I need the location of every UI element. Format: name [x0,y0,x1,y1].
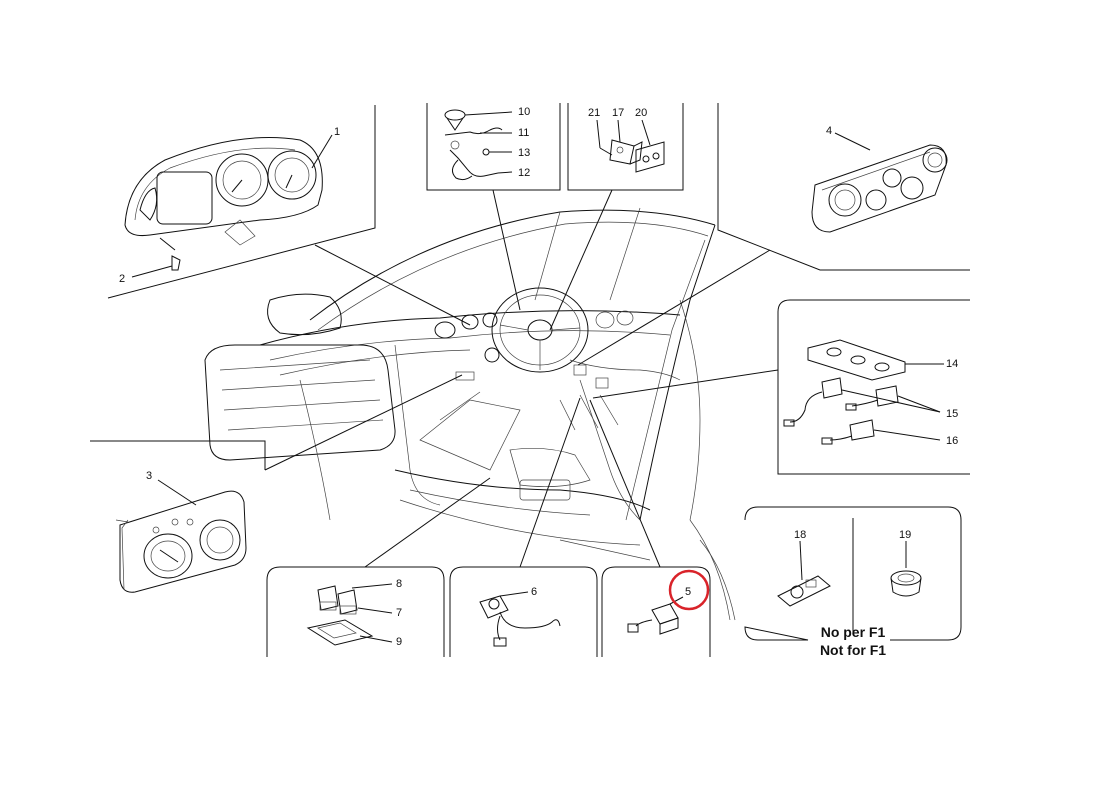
sensor-connector-icon [627,596,684,635]
callout-20: 20 [635,107,647,119]
callout-14: 14 [946,358,958,370]
callout-10: 10 [518,106,530,118]
panel-frames [90,103,970,657]
callout-11: 11 [518,127,529,139]
headlight-switch-icon [115,479,247,593]
switch-bank-icon [306,583,393,646]
callout-5: 5 [685,586,691,598]
callout-8: 8 [396,578,402,590]
callout-16: 16 [946,435,958,447]
gauge-panel-icon [811,132,948,233]
horn-button-icon [777,540,831,607]
instrument-cluster-icon [124,134,333,251]
note-italian: No per F1 [821,624,886,640]
clock-spring-icon [444,109,513,181]
callout-18: 18 [794,529,806,541]
callout-2: 2 [119,273,125,285]
callout-21: 21 [588,107,600,119]
pedal-switch-icon [479,591,561,647]
callout-17: 17 [612,107,624,119]
highlight-circle [668,569,710,611]
callout-13: 13 [518,147,530,159]
callout-7: 7 [396,607,402,619]
callout-1: 1 [334,126,340,138]
note-english: Not for F1 [820,642,886,658]
steering-switch-icon [596,119,643,165]
callout-3: 3 [146,470,152,482]
callout-6: 6 [531,586,537,598]
push-button-icon-19 [890,541,922,597]
leader-lines [264,189,779,568]
socket-plate-icon [635,119,665,173]
callout-12: 12 [518,167,530,179]
callout-15: 15 [946,408,958,420]
callout-4: 4 [826,125,832,137]
car-interior-illustration [204,207,736,621]
callout-9: 9 [396,636,402,648]
callout-19: 19 [899,529,911,541]
screw-icon [131,255,181,278]
push-button-icon [783,339,944,445]
